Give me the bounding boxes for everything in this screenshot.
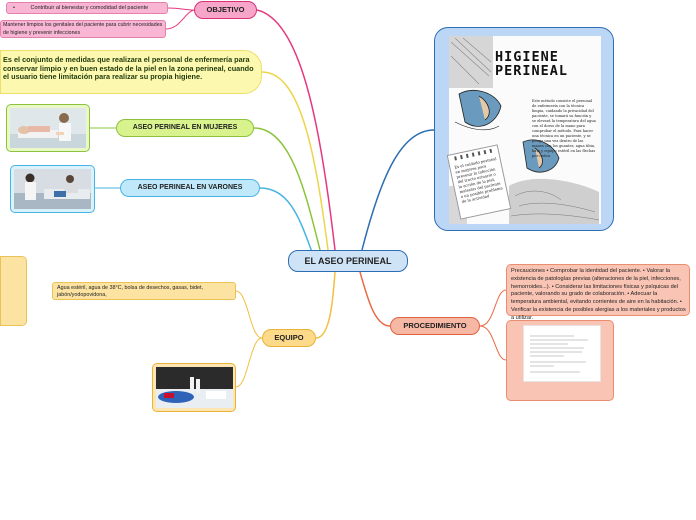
spiral-ring-icon (460, 154, 463, 160)
spiral-ring-icon (471, 152, 475, 157)
link-definicion (261, 71, 329, 251)
procedimiento-node[interactable]: PROCEDIMIENTO (390, 317, 480, 335)
equipo-partial-node[interactable] (0, 256, 27, 326)
poster-title-line: HIGIENE (495, 49, 559, 65)
objetivo-item[interactable]: • Contribuir al bienestar y comodidad de… (6, 2, 168, 14)
central-topic[interactable]: EL ASEO PERINEAL (288, 250, 408, 272)
poster-title: HIGIENE PERINEAL (495, 50, 568, 78)
procedimiento-text[interactable]: Precauciones • Comprobar la identidad de… (506, 264, 690, 321)
objetivo-node[interactable]: OBJETIVO (194, 1, 257, 19)
varones-node[interactable]: ASEO PERINEAL EN VARONES (120, 179, 260, 197)
supplies-photo-icon (156, 367, 233, 408)
poster-body-text: Este método consiste el personal de enfe… (532, 99, 596, 158)
definicion-node[interactable]: Es el conjunto de medidas que realizara … (0, 50, 262, 94)
poster-illustration-icon (449, 36, 600, 224)
document-lines-icon (530, 335, 588, 373)
varones-photo[interactable] (10, 165, 95, 213)
bullet-icon: • (13, 5, 15, 11)
equipo-text[interactable]: Agua estéril, agua de 38°C, bolsa de des… (52, 282, 236, 300)
objetivo-item-text: Contribuir al bienestar y comodidad del … (30, 5, 149, 11)
poster-sheet: HIGIENE PERINEAL Este método consiste el… (446, 36, 601, 224)
link-proc-text (479, 289, 507, 327)
link-poster (361, 129, 435, 251)
link-equipo-text (235, 290, 263, 339)
poster-image-node[interactable]: HIGIENE PERINEAL Este método consiste el… (434, 27, 614, 231)
spiral-ring-icon (489, 148, 493, 154)
link-procedimiento (359, 271, 391, 327)
nurse-patient-photo-icon (10, 108, 86, 148)
link-equipo (315, 271, 336, 339)
spiral-ring-icon (477, 151, 481, 156)
spiral-ring-icon (483, 149, 487, 155)
procedimiento-image[interactable] (506, 320, 614, 401)
link-objetivo (256, 9, 336, 251)
spiral-ring-icon (454, 156, 457, 161)
poster-title-line: PERINEAL (495, 63, 569, 79)
poster-note-text: Es el cuidado perineal en mujeres para p… (453, 155, 504, 204)
equipo-photo[interactable] (152, 363, 236, 412)
equipo-node[interactable]: EQUIPO (262, 329, 316, 347)
link-proc-img (479, 325, 507, 361)
objetivo-item[interactable]: Mantener limpios los genitales del pacie… (0, 20, 166, 38)
link-mujeres (253, 127, 321, 251)
document-thumbnail (523, 325, 601, 382)
mujeres-photo[interactable] (6, 104, 90, 152)
link-objetivo-item1 (167, 7, 195, 11)
nurse-patient-photo-icon (14, 169, 91, 209)
mujeres-node[interactable]: ASEO PERINEAL EN MUJERES (116, 119, 254, 137)
link-equipo-photo (235, 337, 263, 388)
link-varones (259, 187, 313, 253)
link-objetivo-item2 (165, 9, 195, 30)
spiral-ring-icon (465, 153, 469, 159)
